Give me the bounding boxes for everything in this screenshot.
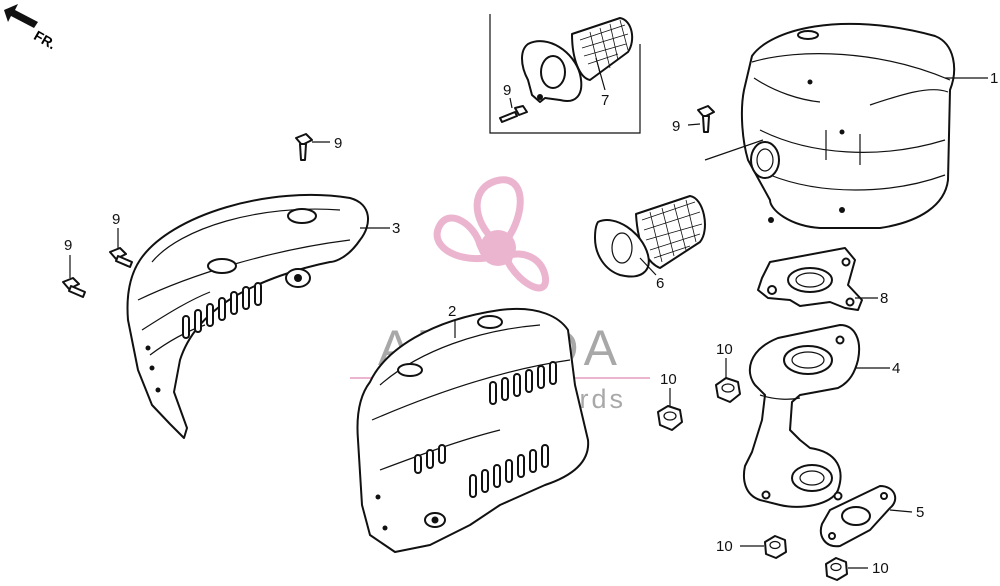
callout-4: 4 [892, 360, 900, 377]
callout-10-center: 10 [660, 371, 677, 388]
part-4-exhaust-manifold [742, 324, 860, 508]
bolt-9-top-left [295, 133, 313, 161]
bolt-9-left-lower [62, 277, 86, 298]
nut-10-bottom-left [764, 535, 787, 559]
front-label: FR. [31, 27, 59, 52]
front-arrow-icon [4, 4, 38, 28]
bolt-9-left-upper [109, 247, 133, 268]
callout-5: 5 [916, 504, 924, 521]
vent-slots [182, 282, 262, 339]
callout-10-bottom-right: 10 [872, 560, 889, 577]
callout-3: 3 [392, 220, 400, 237]
vent-slots-upper [489, 361, 557, 405]
callout-7: 7 [601, 92, 609, 109]
part-7-inset-frame [489, 14, 641, 134]
part-8-muffler-gasket [757, 247, 863, 311]
front-direction-indicator: FR. [4, 4, 59, 52]
callout-8: 8 [880, 290, 888, 307]
part-5-manifold-gasket [820, 485, 897, 548]
callout-10-bottom-left: 10 [716, 538, 733, 555]
propeller-logo-icon [433, 176, 549, 292]
callout-9-inset: 9 [503, 82, 511, 99]
callout-2: 2 [448, 303, 456, 320]
callout-10-manifold: 10 [716, 341, 733, 358]
nut-10-center [657, 405, 683, 431]
callout-labels: 1 2 3 4 5 6 7 8 9 9 9 9 9 10 10 10 10 [64, 70, 998, 577]
bolt-9-muffler [697, 105, 715, 133]
callout-9-left-upper: 9 [112, 211, 120, 228]
part-6-exhaust-pipe [594, 195, 706, 278]
callout-1: 1 [990, 70, 998, 87]
part-2-muffler-protector-right [356, 307, 590, 553]
part-7-exhaust-pipe [521, 17, 634, 103]
callout-9-top-left: 9 [334, 135, 342, 152]
part-1-muffler [740, 22, 956, 229]
callout-6: 6 [656, 275, 664, 292]
bolt-9-inset [499, 105, 528, 123]
part-3-muffler-protector-left [126, 194, 369, 439]
callout-9-left-lower: 9 [64, 237, 72, 254]
callout-9-muffler: 9 [672, 118, 680, 135]
nut-10-bottom-right [825, 557, 848, 581]
vent-slots-lower [469, 444, 549, 498]
nut-10-manifold [715, 377, 741, 403]
leader-lines [69, 57, 988, 569]
